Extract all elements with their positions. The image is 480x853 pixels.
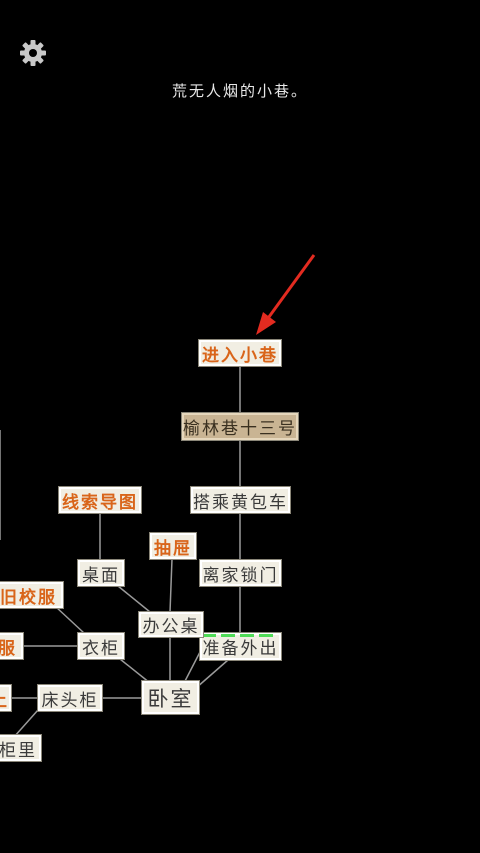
node-clothes[interactable]: 服: [0, 632, 24, 660]
node-old-uniform[interactable]: 旧校服: [0, 581, 64, 609]
node-take-rickshaw[interactable]: 搭乘黄包车: [190, 486, 291, 514]
node-enter-alley[interactable]: 进入小巷: [198, 339, 282, 367]
node-yulin-lane-13[interactable]: 榆林巷十三号: [181, 412, 299, 441]
node-far-left[interactable]: 上: [0, 684, 12, 712]
node-clue-map[interactable]: 线索导图: [58, 486, 142, 514]
node-inside-cabinet[interactable]: 柜里: [0, 734, 42, 762]
node-drawer[interactable]: 抽屉: [149, 532, 197, 560]
node-wardrobe[interactable]: 衣柜: [77, 632, 125, 660]
scene-caption: 荒无人烟的小巷。: [171, 82, 308, 100]
gear-icon[interactable]: [19, 39, 47, 67]
prepare-progress-bar: [202, 634, 278, 637]
node-bedside-cabinet[interactable]: 床头柜: [37, 684, 103, 712]
node-desk-surface[interactable]: 桌面: [77, 559, 125, 587]
node-office-desk[interactable]: 办公桌: [138, 611, 204, 638]
node-bedroom[interactable]: 卧室: [141, 680, 200, 715]
node-leave-home[interactable]: 离家锁门: [199, 559, 282, 587]
